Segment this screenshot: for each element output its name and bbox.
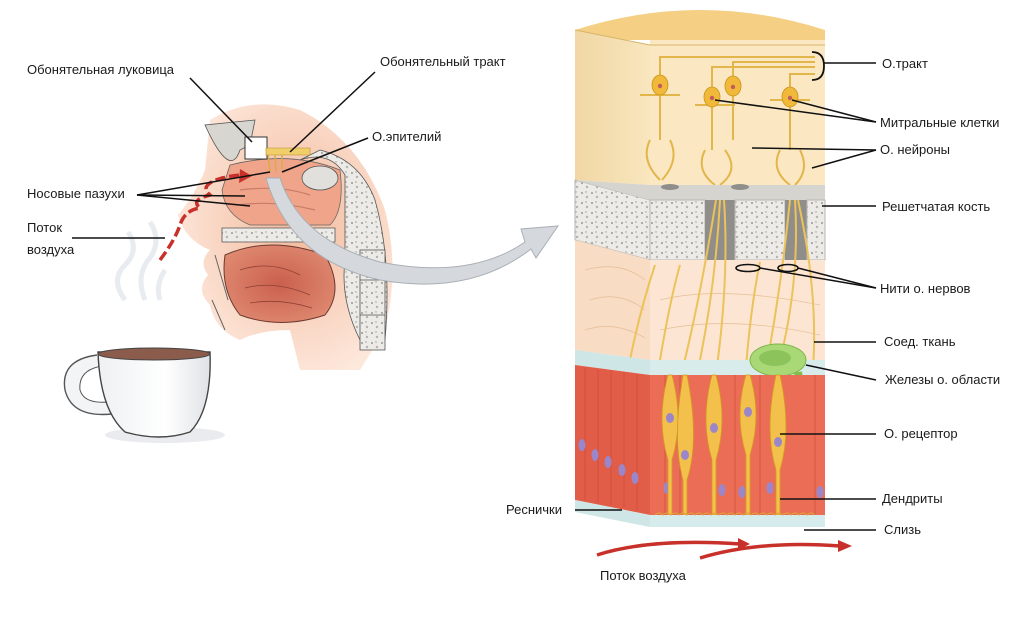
olfactory-tract-mini — [265, 147, 311, 156]
airflow-arrow-2 — [699, 542, 841, 560]
cribriform-block-3 — [806, 199, 826, 261]
label-cilia: Реснички — [506, 502, 562, 517]
zoom-transition-arrow — [265, 177, 560, 285]
label-nerve-filaments: Нити о. нервов — [880, 281, 971, 296]
label-dendrites: Дендриты — [882, 491, 943, 506]
label-olfactory-glands: Железы о. области — [885, 372, 1001, 387]
tract-bundle-ring — [811, 51, 825, 81]
label-airflow-line1: Поток — [27, 220, 63, 235]
tract-layer-front — [650, 40, 825, 185]
label-o-neurons: О. нейроны — [880, 142, 950, 157]
cilia — [654, 512, 816, 516]
tissue-block — [574, 10, 852, 560]
label-airflow-line2: воздуха — [27, 242, 75, 257]
label-o-receptor: О. рецептор — [884, 426, 958, 441]
cribriform-block-2 — [734, 199, 786, 261]
steam — [115, 220, 168, 302]
label-mitral-cells: Митральные клетки — [880, 115, 1000, 130]
block-top-dome — [575, 10, 825, 40]
epithelium-side — [575, 365, 650, 515]
olfactory-bulb-box — [244, 136, 268, 160]
label-cribriform-plate: Решетчатая кость — [882, 199, 991, 214]
airflow-arrow-1 — [596, 540, 741, 557]
label-olfactory-tract: Обонятельный тракт — [380, 54, 506, 69]
label-olfactory-epithelium: О.эпителий — [372, 129, 442, 144]
tract-layer-side — [575, 30, 650, 185]
right-leader-lines — [575, 62, 877, 531]
label-mucus: Слизь — [884, 522, 921, 537]
tongue — [223, 244, 336, 323]
label-olfactory-bulb: Обонятельная луковица — [27, 62, 175, 77]
mucus-side — [575, 500, 650, 527]
mitral-cells — [651, 74, 799, 108]
receptor-nuclei — [666, 407, 782, 460]
label-nasal-conchae: Носовые пазухи — [27, 186, 125, 201]
cribriform-block-1 — [649, 199, 706, 261]
connective-front — [650, 260, 825, 360]
label-connective-tissue: Соед. ткань — [884, 334, 956, 349]
mucus-layer — [650, 515, 825, 527]
label-airflow-bottom: Поток воздуха — [600, 568, 686, 583]
cribriform-top — [575, 180, 825, 200]
connective-side — [575, 240, 650, 360]
head-section — [158, 104, 393, 370]
coffee-cup — [63, 220, 225, 443]
label-o-tract: О.тракт — [882, 56, 928, 71]
left-leader-lines — [72, 71, 376, 239]
